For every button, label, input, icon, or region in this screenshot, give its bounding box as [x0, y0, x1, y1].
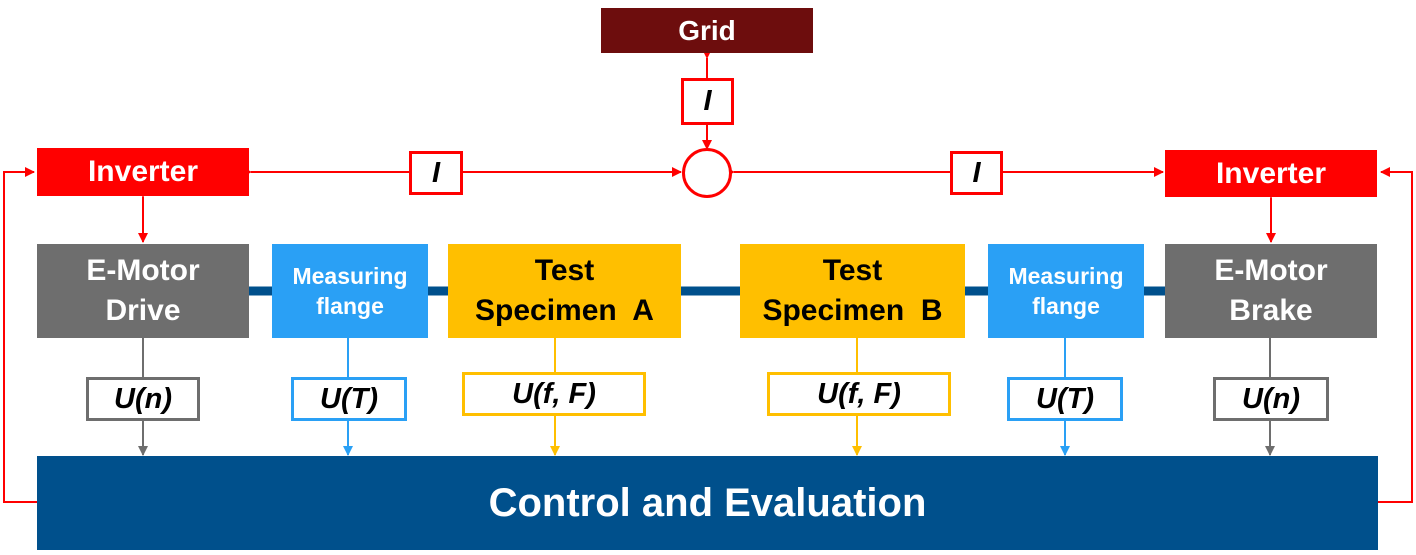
control-and-evaluation: Control and Evaluation — [37, 456, 1378, 550]
measuring-flange-left-line2: flange — [316, 293, 384, 319]
e-motor-brake-line2: Brake — [1229, 294, 1313, 327]
signal-speed-brake: U(n) — [1213, 377, 1329, 421]
control-feedback-right — [1378, 167, 1413, 503]
control-feedback-left — [3, 167, 37, 503]
signal-specimen-b: U(f, F) — [767, 372, 951, 416]
measuring-flange-left: Measuring flange — [272, 244, 428, 338]
inverter-right: Inverter — [1165, 150, 1377, 197]
signal-torque-right-label: U(T) — [1036, 382, 1094, 415]
current-sensor-right: I — [950, 151, 1003, 195]
e-motor-drive-line1: E-Motor — [86, 254, 200, 287]
signal-speed-drive-label: U(n) — [114, 382, 172, 415]
inverter-right-label: Inverter — [1215, 156, 1327, 190]
test-specimen-b: Test Specimen B — [740, 244, 965, 338]
signal-torque-right: U(T) — [1007, 377, 1123, 421]
measuring-flange-right: Measuring flange — [988, 244, 1144, 338]
measuring-flange-right-line1: Measuring — [1008, 263, 1124, 289]
inverter-left-label: Inverter — [87, 155, 199, 188]
test-specimen-a-line1: Test — [534, 254, 595, 287]
e-motor-drive-line2: Drive — [105, 294, 181, 327]
e-motor-brake-line1: E-Motor — [1214, 254, 1328, 287]
e-motor-brake: E-Motor Brake — [1165, 244, 1377, 338]
inverter-left: Inverter — [37, 148, 249, 196]
current-sensor-left: I — [409, 151, 463, 195]
signal-torque-left-label: U(T) — [320, 382, 378, 415]
signal-specimen-a-label: U(f, F) — [512, 377, 596, 410]
measuring-flange-left-line1: Measuring — [292, 263, 408, 289]
test-specimen-a: Test Specimen A — [448, 244, 681, 338]
grid-box: Grid — [601, 8, 813, 53]
current-sensor-grid: I — [681, 78, 734, 125]
signal-specimen-a: U(f, F) — [462, 372, 646, 416]
signal-specimen-b-label: U(f, F) — [817, 377, 901, 410]
power-junction-node — [682, 148, 732, 198]
signal-speed-drive: U(n) — [86, 377, 200, 421]
control-and-evaluation-label: Control and Evaluation — [488, 480, 927, 525]
measuring-flange-right-line2: flange — [1032, 293, 1100, 319]
signal-torque-left: U(T) — [291, 377, 407, 421]
test-specimen-a-line2: Specimen A — [475, 294, 654, 327]
test-specimen-b-line1: Test — [822, 254, 883, 287]
current-sensor-left-label: I — [431, 156, 441, 189]
e-motor-drive: E-Motor Drive — [37, 244, 249, 338]
test-specimen-b-line2: Specimen B — [762, 294, 943, 327]
grid-label: Grid — [678, 14, 736, 46]
current-sensor-grid-label: I — [703, 85, 712, 117]
current-sensor-right-label: I — [972, 156, 981, 189]
signal-speed-brake-label: U(n) — [1242, 382, 1300, 415]
